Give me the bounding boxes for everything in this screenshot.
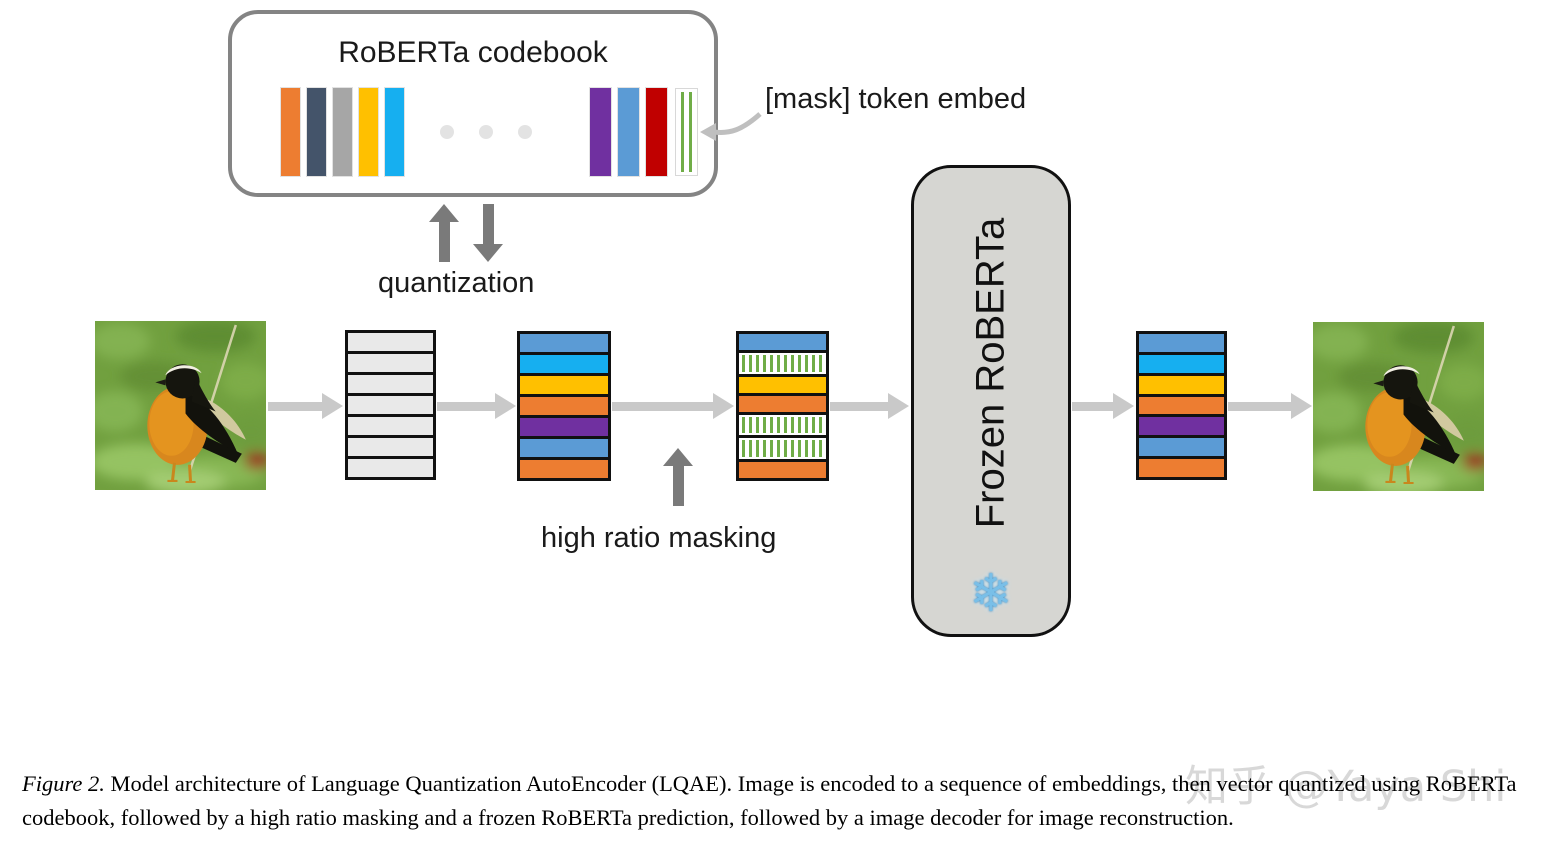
token-row (520, 334, 608, 352)
masked-row (739, 435, 826, 458)
masked-token-stack (736, 331, 829, 481)
token-row (348, 333, 433, 351)
flow-arrow-masked-to-roberta (830, 392, 909, 420)
token-row (739, 334, 826, 351)
codebook-token-bar (333, 88, 352, 176)
ellipsis-dot (440, 125, 454, 139)
codebook-left-bars (281, 88, 404, 176)
codebook-token-bar (307, 88, 326, 176)
token-row (739, 458, 826, 478)
token-row (348, 414, 433, 435)
token-row (1139, 372, 1224, 394)
caption-text: Model architecture of Language Quantizat… (22, 770, 1517, 830)
codebook-token-bar (385, 88, 404, 176)
token-row (1139, 414, 1224, 436)
masked-row (739, 350, 826, 373)
token-row (348, 372, 433, 393)
codebook-token-bar (359, 88, 378, 176)
token-row (1139, 456, 1224, 478)
token-row (348, 435, 433, 456)
token-row (1139, 334, 1224, 352)
input-image (95, 321, 266, 490)
token-row (1139, 351, 1224, 373)
quantization-label: quantization (378, 267, 535, 299)
codebook-token-bar (590, 88, 611, 176)
flow-arrow-encoder-to-quantized (437, 392, 516, 420)
flow-arrow-image-to-encoder (268, 392, 343, 420)
quantized-token-stack (517, 331, 611, 481)
token-row (520, 373, 608, 394)
masked-row (739, 412, 826, 435)
token-row (520, 352, 608, 373)
roberta-codebook-box: RoBERTa codebook (228, 10, 718, 197)
reconstructed-image (1313, 322, 1484, 491)
flow-arrow-roberta-to-predicted (1072, 392, 1134, 420)
watermark: 知乎 @Yaya Shi (1185, 762, 1507, 812)
masking-up-arrow-icon (663, 448, 693, 506)
high-ratio-masking-label: high ratio masking (541, 522, 777, 554)
token-row (348, 393, 433, 414)
ellipsis-dot (518, 125, 532, 139)
flow-arrow-quantized-to-masked (612, 392, 734, 420)
ellipsis-dot (479, 125, 493, 139)
codebook-token-bar (646, 88, 667, 176)
frozen-roberta-box: Frozen RoBERTa ❄ (911, 165, 1071, 637)
embedding-stack (345, 330, 436, 480)
token-row (739, 392, 826, 413)
mask-token-bar (675, 88, 698, 176)
codebook-title: RoBERTa codebook (338, 36, 608, 69)
frozen-roberta-label: Frozen RoBERTa (968, 217, 1013, 529)
mask-token-embed-label: [mask] token embed (765, 83, 1027, 115)
token-row (520, 394, 608, 415)
mask-stripe (689, 92, 692, 172)
snowflake-icon: ❄ (969, 565, 1013, 623)
mask-pointer-arrow-icon (700, 112, 762, 141)
codebook-token-bar (618, 88, 639, 176)
predicted-token-stack (1136, 331, 1227, 480)
quantization-up-arrow-icon (429, 204, 459, 262)
quantization-down-arrow-icon (473, 204, 503, 262)
codebook-token-bar (281, 88, 300, 176)
token-row (520, 457, 608, 478)
ellipsis-dots (440, 125, 532, 139)
token-row (1139, 393, 1224, 415)
figure-caption: Figure 2. Model architecture of Language… (22, 767, 1547, 835)
flow-arrow-predicted-to-decoder (1228, 392, 1312, 420)
token-row (348, 351, 433, 372)
token-row (1139, 435, 1224, 457)
token-row (520, 415, 608, 436)
codebook-right-bars (590, 88, 667, 176)
token-row (739, 373, 826, 393)
figure-number-label: Figure 2. (22, 770, 105, 796)
mask-stripe (681, 92, 684, 172)
token-row (520, 436, 608, 457)
token-row (348, 456, 433, 477)
